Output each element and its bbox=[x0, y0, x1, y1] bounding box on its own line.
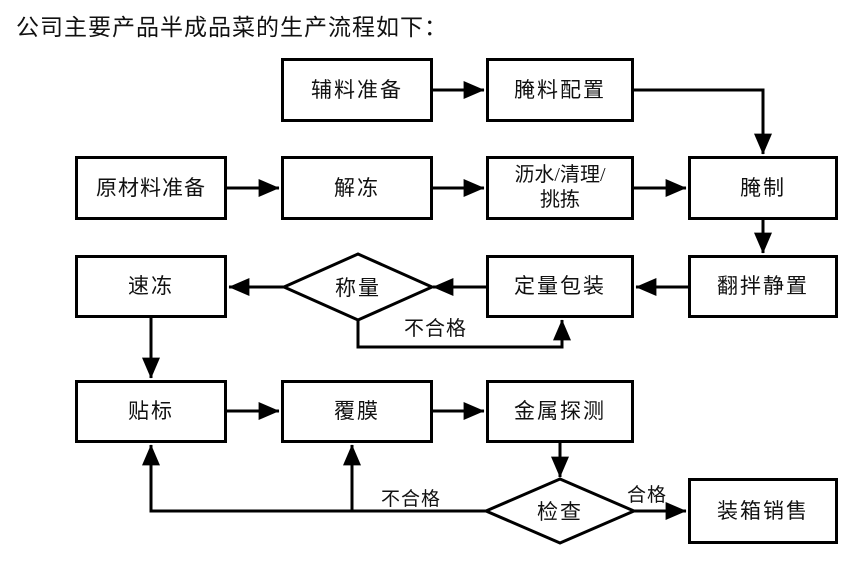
node-marinade-prep: 腌料配置 bbox=[486, 58, 634, 122]
flowchart-title: 公司主要产品半成品菜的生产流程如下： bbox=[16, 15, 448, 40]
node-pack-sell: 装箱销售 bbox=[688, 478, 838, 544]
edge-marinade-prep-to-marinate bbox=[634, 88, 772, 155]
edge-weigh-fail-to-quant-pack bbox=[356, 319, 571, 349]
node-mix-rest: 翻拌静置 bbox=[688, 255, 838, 318]
edge-label-inspect-pass: 合格 bbox=[627, 485, 668, 506]
node-quant-pack: 定量包装 bbox=[486, 255, 634, 318]
node-metal-detect: 金属探测 bbox=[486, 380, 634, 443]
node-quick-freeze: 速冻 bbox=[75, 255, 227, 318]
inspect-diamond-shape bbox=[482, 477, 638, 545]
node-thaw: 解冻 bbox=[281, 156, 433, 220]
node-drain-clean-sort: 沥水/清理/ 挑拣 bbox=[486, 156, 634, 220]
weigh-diamond-shape bbox=[280, 252, 436, 322]
node-labeling: 贴标 bbox=[75, 380, 227, 443]
node-aux-prep: 辅料准备 bbox=[281, 58, 433, 122]
edge-label-weigh-fail: 不合格 bbox=[404, 318, 467, 340]
node-raw-prep: 原材料准备 bbox=[75, 156, 227, 220]
edge-inspect-fail-to-labeling bbox=[142, 444, 486, 513]
node-film-wrap: 覆膜 bbox=[281, 380, 433, 443]
edge-label-inspect-fail: 不合格 bbox=[381, 489, 442, 510]
node-marinate: 腌制 bbox=[688, 156, 838, 220]
